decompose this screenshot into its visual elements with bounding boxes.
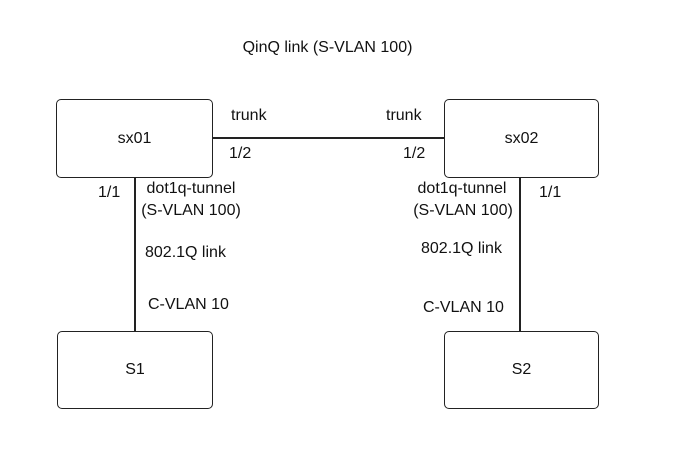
trunk-right-label: trunk — [386, 107, 422, 124]
switch-sx01-label: sx01 — [117, 129, 152, 147]
switch-s1-label: S1 — [125, 361, 145, 378]
left-access-port: 1/1 — [98, 184, 121, 201]
trunk-left-port: 1/2 — [229, 145, 252, 162]
switch-s2: S2 — [444, 331, 599, 409]
switch-sx01: sx01 — [56, 99, 213, 178]
left-access-svlan: (S-VLAN 100) — [141, 202, 241, 219]
right-access-mode: dot1q-tunnel — [417, 180, 507, 197]
right-access-svlan: (S-VLAN 100) — [413, 202, 513, 219]
left-access-cvlan: C-VLAN 10 — [148, 296, 229, 313]
trunk-left-label: trunk — [231, 107, 267, 124]
switch-s1: S1 — [57, 331, 213, 409]
right-access-port: 1/1 — [539, 184, 562, 201]
left-access-mode: dot1q-tunnel — [146, 180, 236, 197]
switch-sx02: sx02 — [444, 99, 599, 178]
right-access-link-type: 802.1Q link — [421, 240, 502, 257]
trunk-right-port: 1/2 — [403, 145, 426, 162]
switch-sx02-label: sx02 — [504, 129, 539, 147]
left-access-link-type: 802.1Q link — [145, 244, 226, 261]
diagram-title: QinQ link (S-VLAN 100) — [242, 39, 413, 56]
right-access-cvlan: C-VLAN 10 — [423, 299, 504, 316]
switch-s2-label: S2 — [511, 361, 532, 378]
